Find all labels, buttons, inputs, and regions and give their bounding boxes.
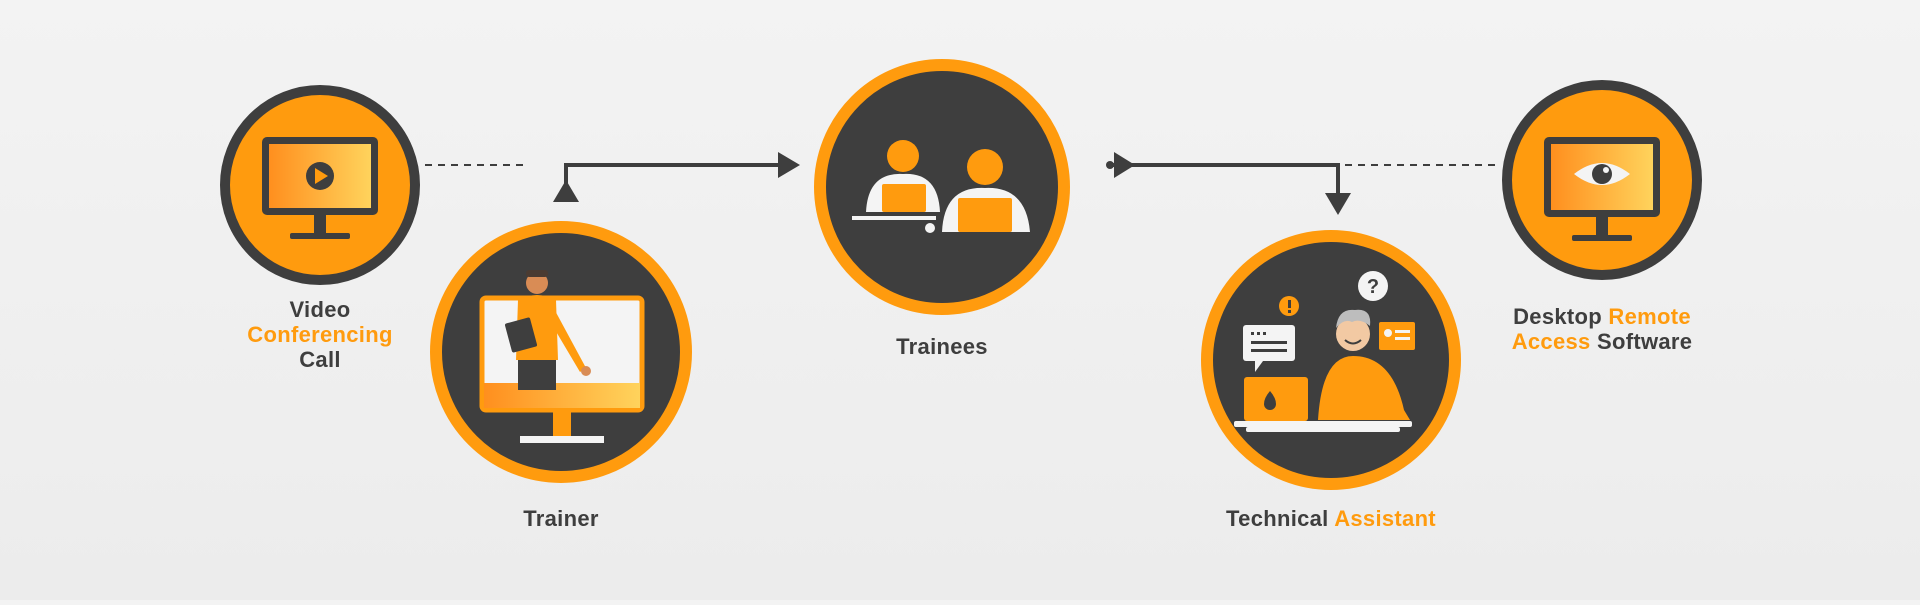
video-monitor-icon bbox=[262, 137, 378, 239]
node-trainees bbox=[814, 59, 1070, 315]
arrowhead-right-icon bbox=[778, 152, 800, 178]
label-text: Trainer bbox=[523, 506, 599, 531]
label-line: Desktop Remote bbox=[1467, 304, 1737, 329]
connectors bbox=[425, 152, 1500, 215]
node-circle bbox=[814, 59, 1070, 315]
question-icon bbox=[1358, 271, 1388, 301]
label-technical-assistant: Technical Assistant bbox=[1186, 506, 1476, 531]
label-text-highlight: Access bbox=[1511, 329, 1597, 354]
node-technical-assistant: ? bbox=[1201, 230, 1461, 490]
trainer-presenting-icon bbox=[479, 270, 645, 443]
label-trainer: Trainer bbox=[461, 506, 661, 531]
label-text: Technical bbox=[1226, 506, 1335, 531]
label-text: Desktop bbox=[1513, 304, 1609, 329]
technical-assistant-icon: ? bbox=[1234, 271, 1415, 432]
trainees-laptops-icon bbox=[852, 140, 1030, 233]
arrowhead-down-icon bbox=[1325, 193, 1351, 215]
label-video-conferencing: Video Conferencing Call bbox=[210, 297, 430, 372]
arrow-trainees-to-assistant bbox=[1112, 163, 1340, 195]
arrow-trainer-to-trainees bbox=[564, 163, 780, 200]
label-text: Call bbox=[299, 347, 341, 372]
label-text-highlight: Assistant bbox=[1334, 506, 1436, 531]
label-line: Access Software bbox=[1467, 329, 1737, 354]
id-card-icon bbox=[1379, 322, 1415, 350]
label-text-highlight: Remote bbox=[1608, 304, 1691, 329]
label-text: Software bbox=[1596, 329, 1693, 354]
label-line: Conferencing bbox=[210, 322, 430, 347]
label-line: Video bbox=[210, 297, 430, 322]
eye-monitor-icon bbox=[1544, 137, 1660, 241]
label-line: Call bbox=[210, 347, 430, 372]
node-remote-access bbox=[1502, 80, 1702, 280]
label-text: Video bbox=[289, 297, 351, 322]
label-text: Conferencing bbox=[247, 322, 393, 347]
label-text: Trainees bbox=[896, 334, 988, 359]
label-remote-access: Desktop Remote Access Software bbox=[1467, 304, 1737, 354]
svg-text:?: ? bbox=[1367, 276, 1379, 298]
node-video-conferencing bbox=[220, 85, 420, 285]
arrowhead-up-icon bbox=[553, 180, 579, 202]
node-trainer bbox=[430, 221, 692, 483]
label-trainees: Trainees bbox=[842, 334, 1042, 359]
arrowhead-right-small-icon bbox=[1114, 152, 1135, 178]
